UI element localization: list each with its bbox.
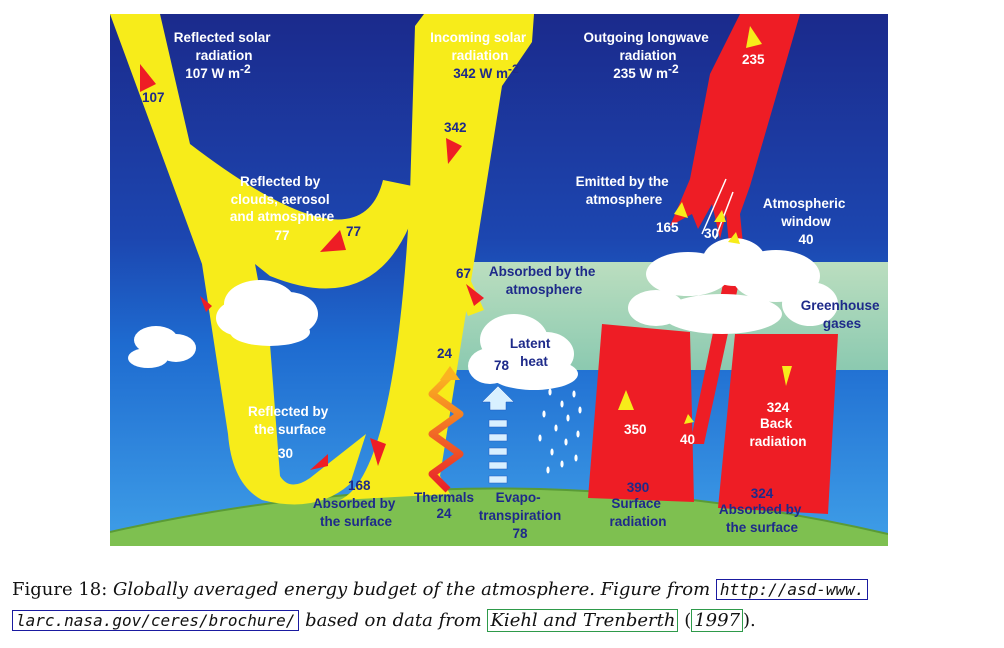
- reflected-solar-beam: [110, 14, 422, 505]
- label-reflected-solar: Reflected solar radiation: [174, 30, 275, 63]
- label-atmospheric-window: Atmospheric window: [763, 196, 849, 229]
- caption-line-1: Figure 18: Globally averaged energy budg…: [12, 574, 992, 605]
- surface-radiation-block: [588, 324, 694, 502]
- value-absorbed-surface-right: 324: [751, 486, 774, 501]
- caption-open-paren: (: [684, 610, 692, 631]
- direction-markers: [140, 26, 792, 470]
- caption-reference-link[interactable]: Kiehl and Trenberth: [487, 609, 679, 632]
- label-reflected-surface: Reflected by the surface: [248, 404, 332, 437]
- caption-url-link-part1[interactable]: http://asd-www.: [715, 579, 869, 600]
- outgoing-longwave-beam: [670, 14, 800, 254]
- value-reflected-surface: 30: [278, 446, 293, 461]
- caption-line-2: larc.nasa.gov/ceres/brochure/ based on d…: [12, 605, 992, 636]
- energy-budget-diagram: Reflected solar radiation 107 W m-2 107 …: [110, 14, 888, 546]
- thermals-arrow: [428, 373, 464, 493]
- value-thermals-top: 24: [437, 346, 453, 361]
- value-reflected-solar: 107: [142, 90, 165, 105]
- value-outgoing-longwave: 235: [742, 52, 765, 67]
- caption-reference-year-link[interactable]: 1997: [691, 609, 744, 632]
- value-back-radiation: 324: [767, 400, 790, 415]
- value-absorbed-atmosphere: 67: [456, 266, 471, 281]
- emitted-streak-1: [701, 178, 727, 235]
- label-surface-radiation: Surface radiation: [609, 496, 666, 529]
- label-outgoing-longwave: Outgoing longwave radiation: [583, 30, 712, 63]
- value-thermals: 24: [436, 506, 452, 521]
- label-absorbed-atmosphere: Absorbed by the atmosphere: [489, 264, 599, 297]
- rain-drops: [538, 388, 582, 474]
- absorbed-atm-solar-stub: [454, 270, 484, 316]
- value-window-lower: 40: [680, 432, 695, 447]
- value-incoming-solar: 342: [444, 120, 467, 135]
- cloud-left: [216, 280, 318, 346]
- value-window: 40: [798, 232, 813, 247]
- value-reflected-clouds: 77: [274, 228, 289, 243]
- value-emitted-atmosphere: 165: [656, 220, 679, 235]
- label-evapotranspiration: Evapo- transpiration: [479, 490, 562, 523]
- caption-text: Globally averaged energy budget of the a…: [113, 579, 711, 600]
- value-latent-heat: 78: [494, 358, 510, 373]
- incoming-solar-beam: [340, 14, 534, 500]
- label-absorbed-surface-left: Absorbed by the surface: [313, 496, 399, 529]
- value-evapotranspiration: 78: [512, 526, 528, 541]
- label-absorbed-surface-right: Absorbed by the surface: [719, 502, 805, 535]
- value-reflected-clouds-arrow: 77: [346, 224, 361, 239]
- label-incoming-solar: Incoming solar radiation: [430, 30, 530, 63]
- label-greenhouse: Greenhouse gases: [801, 298, 884, 331]
- value-surface-radiation-up: 350: [624, 422, 647, 437]
- caption-based-on: based on data from: [305, 610, 482, 631]
- label-incoming-solar-value: 342 W m-2: [453, 62, 519, 81]
- evapotranspiration-arrow: [481, 385, 515, 484]
- ground-shadow: [110, 487, 888, 535]
- value-surface-radiation: 390: [627, 480, 650, 495]
- back-radiation-block: [718, 334, 838, 514]
- label-thermals: Thermals: [414, 490, 474, 505]
- label-back-radiation: Back radiation: [749, 416, 806, 449]
- value-window-arrow: 40: [726, 242, 741, 257]
- value-emitted-clouds: 30: [704, 226, 719, 241]
- label-emitted-atmosphere: Emitted by the atmosphere: [576, 174, 673, 207]
- cloud-small: [128, 326, 196, 368]
- emitted-streak-2: [714, 191, 734, 240]
- caption-url-link-part2[interactable]: larc.nasa.gov/ceres/brochure/: [12, 610, 300, 631]
- thermals-arrowhead: [440, 366, 460, 380]
- value-absorbed-surface: 168: [348, 478, 371, 493]
- caption-close: ).: [743, 610, 756, 631]
- caption-prefix: Figure 18:: [12, 579, 108, 600]
- cloud-right: [628, 238, 838, 334]
- figure-caption: Figure 18: Globally averaged energy budg…: [12, 574, 992, 636]
- label-outgoing-longwave-value: 235 W m-2: [613, 62, 679, 81]
- cloud-latent: [468, 314, 578, 390]
- label-reflected-clouds: Reflected by clouds, aerosol and atmosph…: [230, 174, 335, 224]
- label-reflected-solar-value: 107 W m-2: [185, 62, 251, 81]
- label-latent-heat: Latent heat: [510, 336, 554, 369]
